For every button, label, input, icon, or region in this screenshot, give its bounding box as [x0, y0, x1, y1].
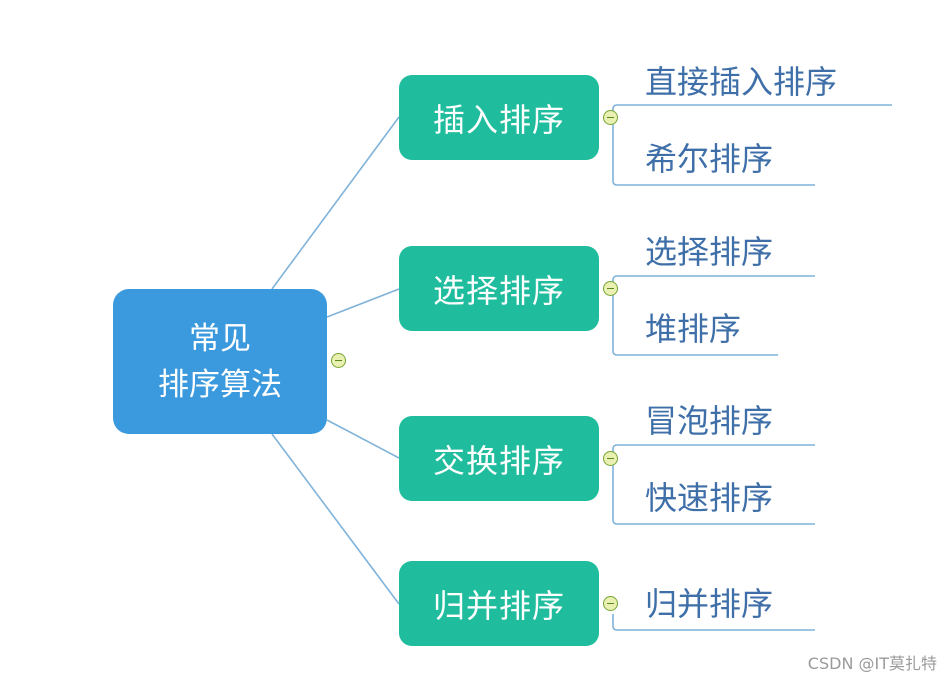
leaf-straight-insertion-sort[interactable]: 直接插入排序 — [645, 63, 838, 101]
root-node[interactable]: 常见 排序算法 — [113, 289, 327, 434]
root-to-branch-4-line — [271, 433, 400, 605]
branch-4-collapse-icon[interactable] — [603, 596, 618, 611]
branch-1-collapse-icon[interactable] — [603, 110, 618, 125]
leaf-shell-sort[interactable]: 希尔排序 — [645, 140, 774, 178]
branch-2-collapse-icon[interactable] — [603, 281, 618, 296]
leaf-bubble-sort[interactable]: 冒泡排序 — [645, 402, 774, 440]
branch-node-merge-sort[interactable]: 归并排序 — [399, 561, 599, 646]
branch-node-insertion-sort[interactable]: 插入排序 — [399, 75, 599, 160]
root-to-branch-3-line — [326, 419, 400, 459]
branch-3-collapse-icon[interactable] — [603, 451, 618, 466]
branch-2-leaf-bracket — [612, 275, 815, 356]
root-node-title-line-1: 常见 — [189, 320, 251, 357]
leaf-heap-sort[interactable]: 堆排序 — [645, 310, 742, 348]
branch-node-selection-sort[interactable]: 选择排序 — [399, 246, 599, 331]
root-collapse-icon[interactable] — [331, 353, 346, 368]
branch-1-leaf-bracket — [612, 104, 892, 186]
branch-node-label: 插入排序 — [432, 100, 565, 139]
root-to-branch-1-line — [271, 116, 400, 290]
branch-node-label: 选择排序 — [432, 271, 565, 310]
branch-4-leaf-bracket — [612, 614, 815, 631]
leaf-quick-sort[interactable]: 快速排序 — [645, 479, 774, 517]
branch-node-label: 交换排序 — [432, 441, 565, 480]
branch-3-leaf-bracket — [612, 444, 815, 525]
leaf-merge-sort[interactable]: 归并排序 — [645, 585, 774, 623]
leaf-selection-sort[interactable]: 选择排序 — [645, 233, 774, 271]
branch-node-exchange-sort[interactable]: 交换排序 — [399, 416, 599, 501]
watermark: CSDN @IT莫扎特 — [807, 654, 937, 673]
root-node-title-line-2: 排序算法 — [158, 366, 282, 403]
root-to-branch-2-line — [326, 288, 400, 318]
branch-node-label: 归并排序 — [432, 586, 565, 625]
